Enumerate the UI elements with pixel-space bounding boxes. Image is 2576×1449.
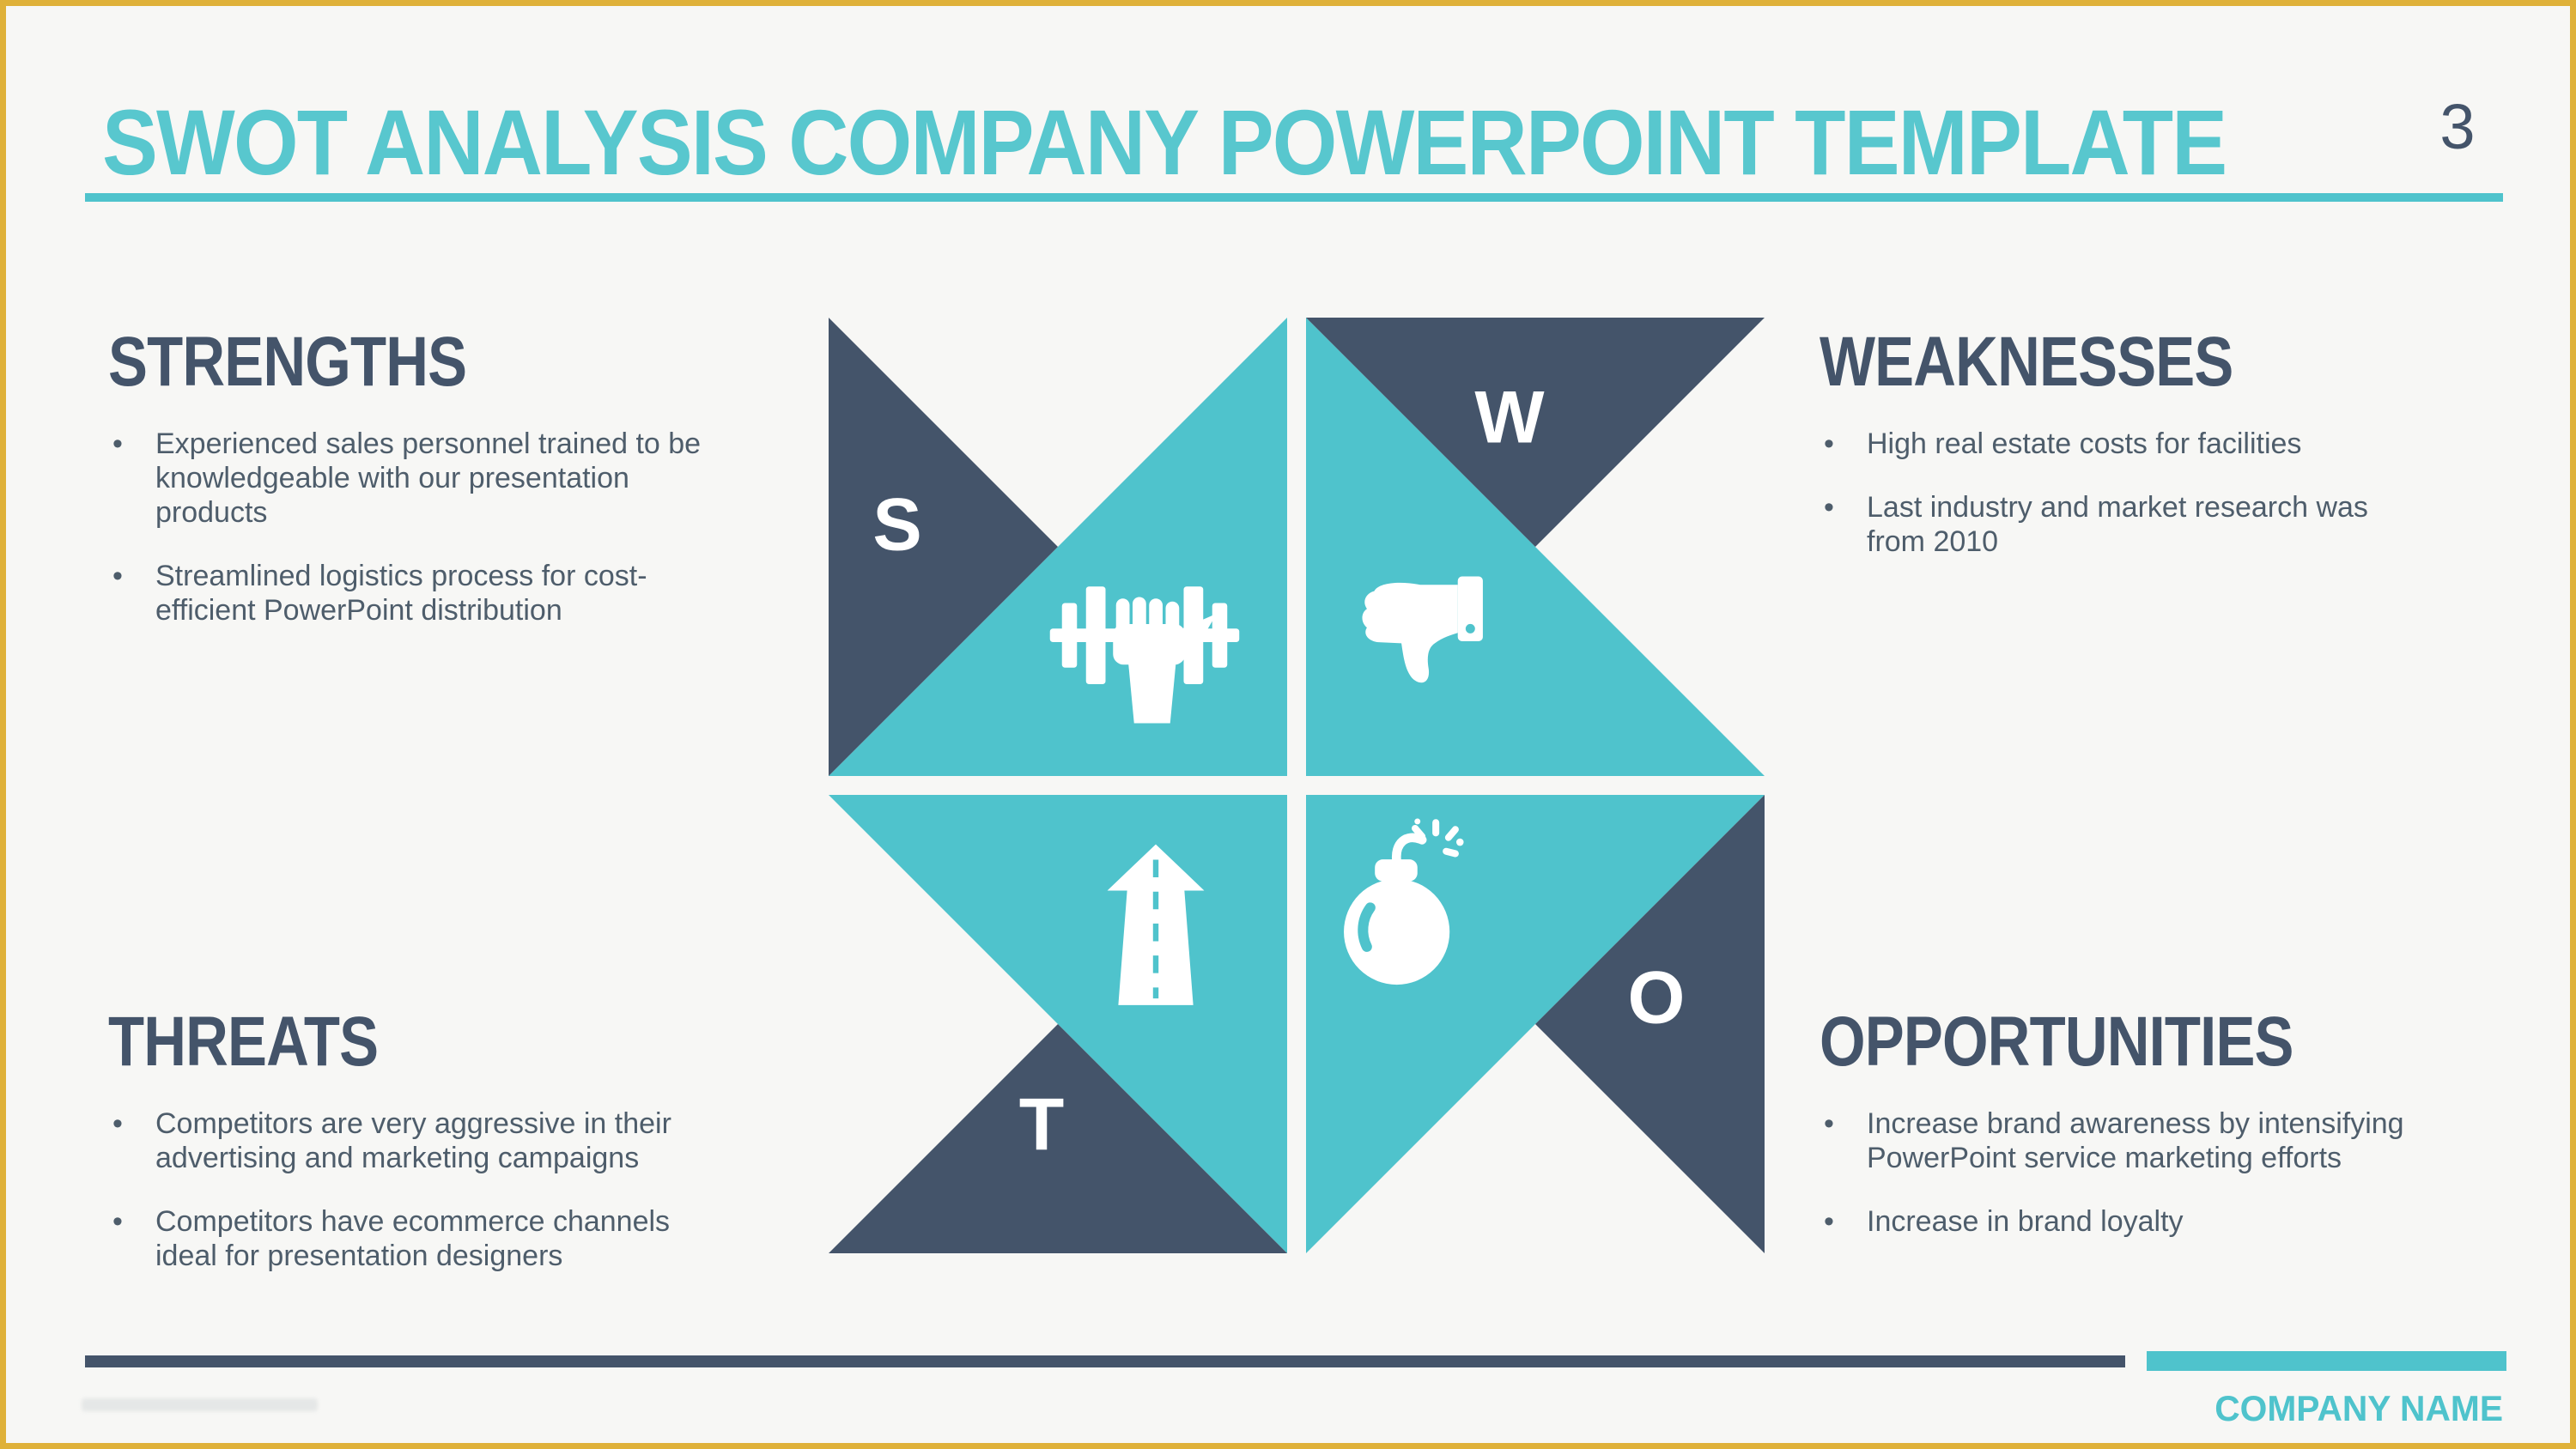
- section-strengths: STRENGTHS • Experienced sales personnel t…: [108, 322, 714, 657]
- bullet-dot-icon: •: [112, 560, 123, 592]
- quadrant-letter-t: T: [1018, 1083, 1065, 1167]
- bullet-dot-icon: •: [112, 1205, 123, 1238]
- bullet-text: Increase in brand loyalty: [1867, 1205, 2184, 1238]
- thumbs-down-icon: [1362, 576, 1483, 683]
- bomb-icon: [1344, 818, 1464, 985]
- bullet-item: • Increase brand awareness by intensifyin…: [1820, 1106, 2425, 1175]
- company-name: COMPANY NAME: [2215, 1388, 2503, 1428]
- weaknesses-heading: WEAKNESSES: [1820, 323, 2233, 401]
- bullet-dot-icon: •: [1824, 1205, 1834, 1238]
- quadrant-letter-w: W: [1474, 376, 1545, 459]
- threats-heading: THREATS: [108, 1003, 379, 1081]
- bullet-item: • High real estate costs for facilities: [1820, 427, 2425, 461]
- bullet-item: • Increase in brand loyalty: [1820, 1204, 2425, 1239]
- bullet-text: Streamlined logistics process for cost-e…: [155, 560, 647, 627]
- swot-diagram: S W: [829, 318, 1765, 1253]
- dumbbell-hand-icon: [1049, 586, 1240, 724]
- bullet-text: Competitors are very aggressive in their…: [155, 1107, 671, 1174]
- threats-bullet-list: • Competitors are very aggressive in thei…: [108, 1106, 714, 1273]
- quadrant-letter-o: O: [1627, 956, 1686, 1040]
- bullet-dot-icon: •: [1824, 1107, 1834, 1140]
- bullet-dot-icon: •: [112, 427, 123, 460]
- bullet-dot-icon: •: [1824, 491, 1834, 524]
- strengths-heading: STRENGTHS: [108, 323, 467, 401]
- bullet-text: Experienced sales personnel trained to b…: [155, 427, 702, 529]
- footer-dark-bar: [85, 1355, 2125, 1367]
- section-weaknesses: WEAKNESSES • High real estate costs for f…: [1820, 322, 2425, 588]
- bullet-text: High real estate costs for facilities: [1867, 427, 2302, 460]
- title-underline: [85, 193, 2503, 202]
- section-threats: THREATS • Competitors are very aggressive…: [108, 1002, 714, 1302]
- bullet-item: • Streamlined logistics process for cost-…: [108, 559, 714, 627]
- bullet-dot-icon: •: [1824, 427, 1834, 460]
- bullet-item: • Competitors are very aggressive in thei…: [108, 1106, 714, 1175]
- quadrant-weaknesses: W: [1306, 318, 1765, 776]
- section-opportunities: OPPORTUNITIES • Increase brand awareness …: [1820, 1002, 2425, 1268]
- bullet-item: • Experienced sales personnel trained to …: [108, 427, 714, 530]
- quadrant-threats: T: [829, 795, 1287, 1253]
- weaknesses-bullet-list: • High real estate costs for facilities •…: [1820, 427, 2425, 559]
- opportunities-bullet-list: • Increase brand awareness by intensifyin…: [1820, 1106, 2425, 1239]
- quadrant-letter-s: S: [872, 483, 922, 567]
- strengths-bullet-list: • Experienced sales personnel trained to …: [108, 427, 714, 627]
- footer-teal-bar: [2147, 1351, 2506, 1371]
- bullet-item: • Competitors have ecommerce channels ide…: [108, 1204, 714, 1273]
- page-number: 3: [2439, 91, 2476, 162]
- opportunities-heading: OPPORTUNITIES: [1820, 1003, 2293, 1081]
- road-arrow-icon: [1107, 844, 1205, 1005]
- quadrant-strengths: S: [829, 318, 1287, 776]
- bullet-text: Competitors have ecommerce channels idea…: [155, 1205, 671, 1272]
- watermark: [82, 1398, 318, 1411]
- bullet-text: Last industry and market research was fr…: [1867, 491, 2368, 558]
- bullet-item: • Last industry and market research was f…: [1820, 490, 2425, 559]
- bullet-dot-icon: •: [112, 1107, 123, 1140]
- quadrant-opportunities: O: [1306, 795, 1765, 1253]
- slide-title: SWOT ANALYSIS COMPANY POWERPOINT TEMPLAT…: [102, 90, 2227, 194]
- bullet-text: Increase brand awareness by intensifying…: [1867, 1107, 2404, 1174]
